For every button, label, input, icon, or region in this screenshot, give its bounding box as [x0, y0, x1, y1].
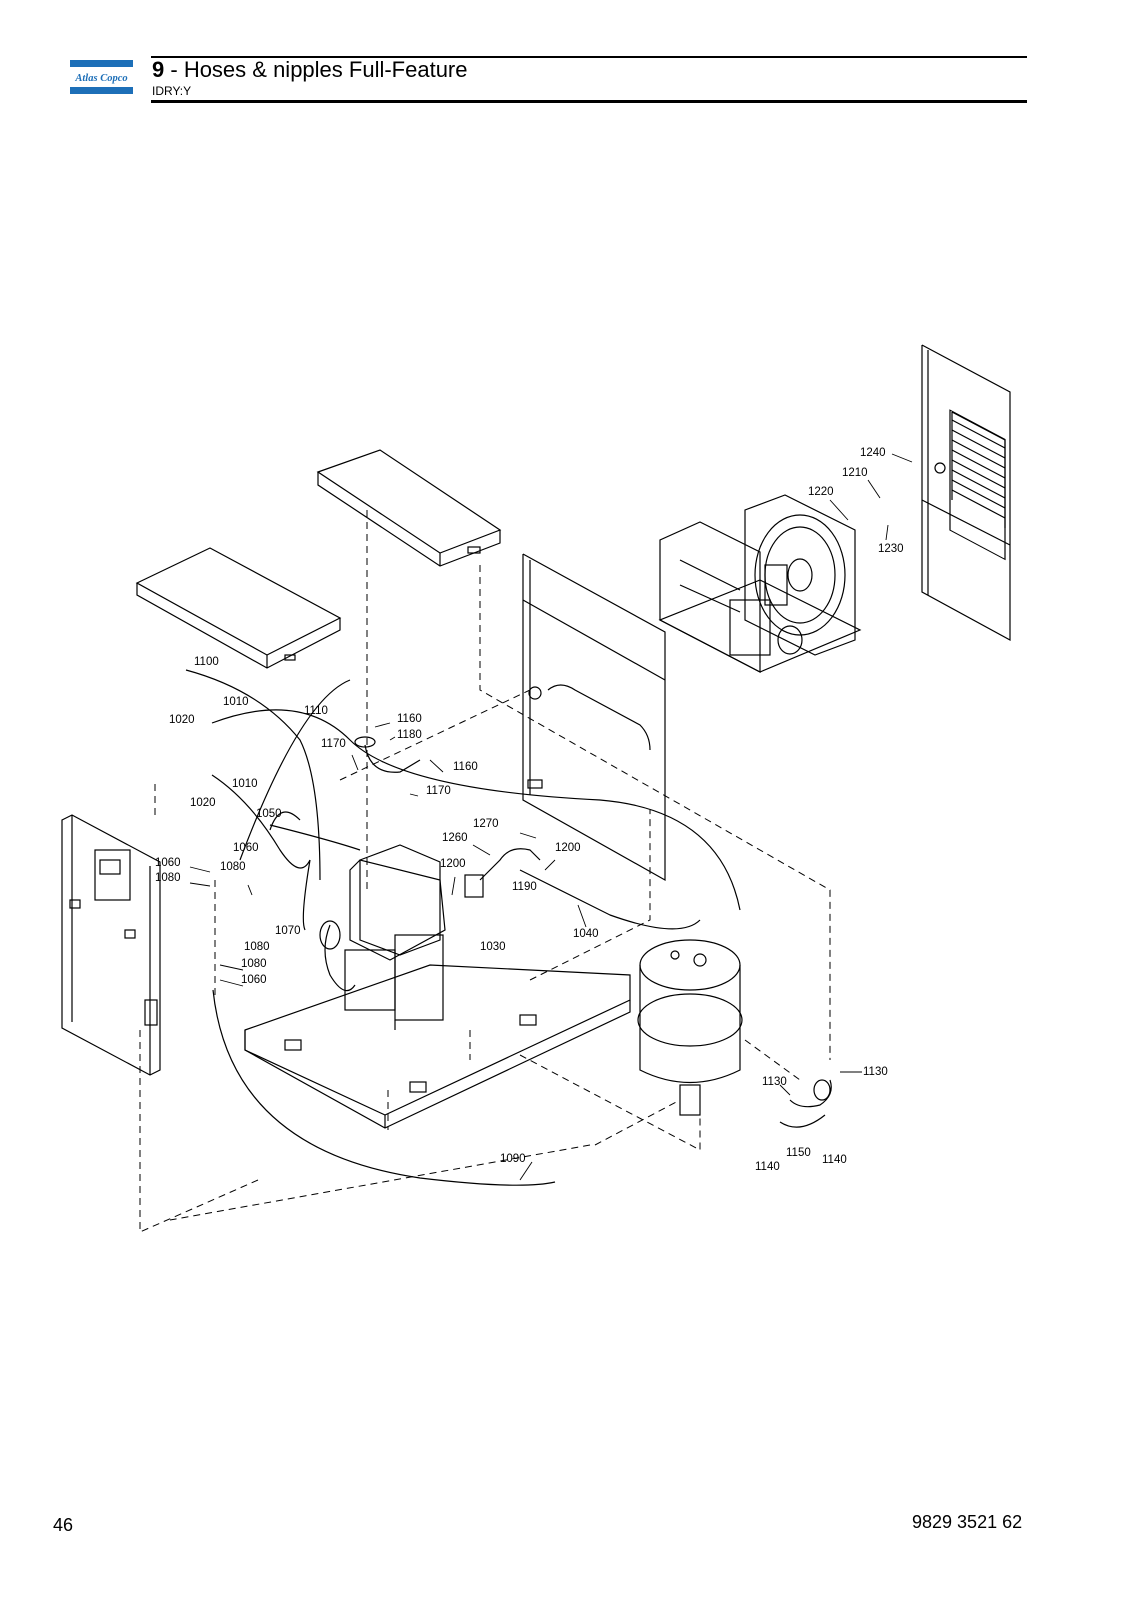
callout-1240: 1240 — [860, 447, 886, 459]
callout-1080-middle: 1080 — [244, 941, 270, 953]
page-subtitle: IDRY:Y — [152, 84, 192, 98]
callout-1220: 1220 — [808, 486, 834, 498]
base-frame — [244, 964, 631, 1129]
callout-1010-lower: 1010 — [232, 778, 258, 790]
callout-1190: 1190 — [512, 881, 537, 893]
callout-1230: 1230 — [878, 543, 904, 555]
callout-1200-right: 1200 — [555, 842, 581, 854]
section-number: 9 — [152, 57, 165, 82]
electrical-cabinet — [61, 814, 161, 1076]
canopy-panel-left — [135, 547, 342, 669]
header-bottom-rule — [151, 100, 1027, 103]
header-top-rule — [151, 56, 1027, 58]
callout-1080-lower: 1080 — [241, 958, 267, 970]
callout-1070: 1070 — [275, 925, 301, 937]
page-title: 9 - Hoses & nipples Full-Feature — [152, 57, 468, 83]
callout-1020-upper: 1020 — [169, 714, 195, 726]
callout-1050: 1050 — [256, 808, 282, 820]
callout-1200-left: 1200 — [440, 858, 466, 870]
callout-1020-lower: 1020 — [190, 797, 216, 809]
section-title: - Hoses & nipples Full-Feature — [170, 57, 468, 82]
callout-1010-upper: 1010 — [223, 696, 249, 708]
callout-1150: 1150 — [786, 1147, 811, 1159]
hoses — [185, 669, 741, 1186]
callout-1210: 1210 — [842, 467, 868, 479]
callout-1060-upper-left: 1060 — [155, 857, 181, 869]
callout-labels: 1240 1210 1220 1230 1100 1010 1110 1020 … — [155, 447, 904, 1173]
outlet-pipe — [779, 1079, 832, 1128]
callout-1140-right: 1140 — [822, 1154, 847, 1166]
callout-1260: 1260 — [442, 832, 468, 844]
document-number: 9829 3521 62 — [912, 1512, 1023, 1532]
callout-1060-upper-right: 1060 — [233, 842, 259, 854]
callout-1030: 1030 — [480, 941, 506, 953]
leader-lines — [189, 453, 913, 1181]
callout-1170-lower: 1170 — [426, 785, 451, 797]
compressor — [319, 844, 446, 1030]
callout-1130-right: 1130 — [863, 1066, 888, 1078]
logo-text: Atlas Copco — [74, 73, 127, 84]
back-panel — [522, 553, 666, 882]
callout-1160-lower: 1160 — [453, 761, 478, 773]
callout-1170-upper: 1170 — [321, 738, 346, 750]
canopy-panel-center — [316, 449, 502, 567]
page-number: 46 — [53, 1515, 74, 1535]
callout-1270: 1270 — [473, 818, 499, 830]
callout-1080-upper-left: 1080 — [155, 872, 181, 884]
callout-1140-left: 1140 — [755, 1161, 780, 1173]
callout-1080-upper-right: 1080 — [220, 861, 246, 873]
callout-1160-upper: 1160 — [397, 713, 422, 725]
callout-1090: 1090 — [500, 1153, 526, 1165]
atlas-copco-logo: Atlas Copco — [70, 60, 133, 94]
callout-1100: 1100 — [194, 656, 219, 668]
refrigeration-unit — [658, 494, 862, 673]
callout-1110: 1110 — [304, 705, 328, 717]
callout-1130-left: 1130 — [762, 1076, 787, 1088]
callout-1040: 1040 — [573, 928, 599, 940]
callout-1180: 1180 — [397, 729, 422, 741]
assembly-lines — [139, 510, 831, 1233]
separator-vessel — [637, 939, 743, 1116]
side-panel-right — [921, 344, 1011, 642]
callout-1060-lower: 1060 — [241, 974, 267, 986]
elbow-pipe-lower — [464, 848, 541, 898]
elbow-pipe-upper — [354, 736, 421, 773]
